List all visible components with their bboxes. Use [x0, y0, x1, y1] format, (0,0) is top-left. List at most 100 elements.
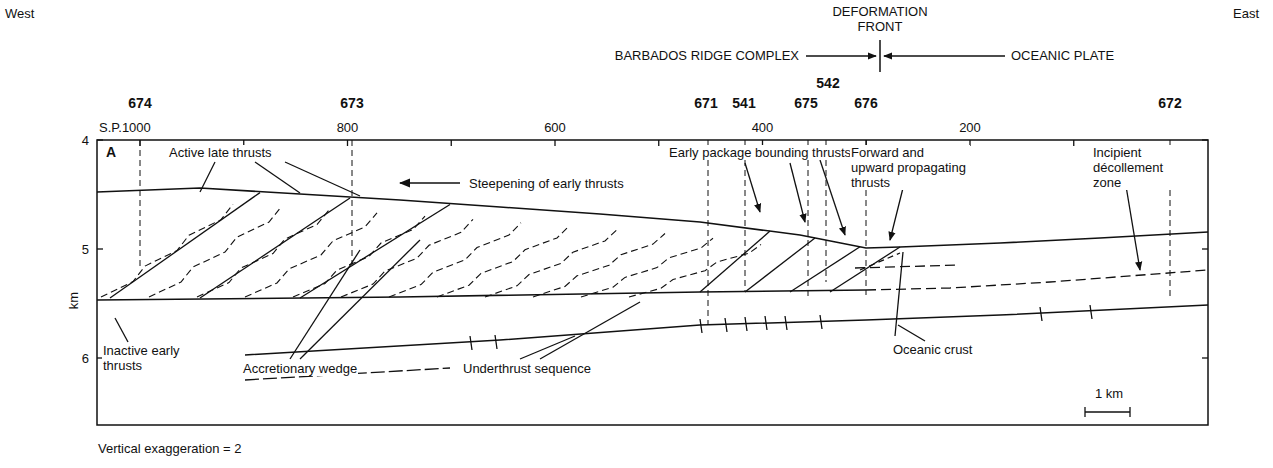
- drill-site: [745, 140, 746, 292]
- axis-tick: [1073, 140, 1074, 146]
- axis-tick: [451, 140, 452, 146]
- scale-label: 1 km: [1094, 386, 1124, 401]
- annotation: Steepening of early thrusts: [468, 176, 625, 191]
- axis-tick: [658, 140, 659, 146]
- inactive-thrust: [533, 234, 665, 297]
- crust-fault: [820, 315, 822, 329]
- crust-fault: [765, 316, 767, 330]
- scale-bar: [1084, 407, 1085, 417]
- inactive-thrust: [197, 210, 329, 297]
- axis-tick: [97, 139, 103, 140]
- leader-line: [285, 162, 360, 196]
- direction-arrow: [400, 182, 460, 184]
- crust-fault: [470, 336, 472, 350]
- axis-tick: [554, 140, 555, 146]
- shotpoint-label: 800: [336, 120, 360, 135]
- crust-fault: [1040, 307, 1042, 321]
- inactive-thrust: [437, 226, 569, 297]
- drill-site: [808, 140, 809, 300]
- site-number: 541: [731, 96, 756, 111]
- direction-arrow: [884, 55, 1005, 56]
- leader-line: [898, 325, 925, 341]
- annotation: Active late thrusts: [168, 145, 273, 160]
- axis-tick: [1202, 139, 1208, 140]
- inactive-thrust: [581, 238, 713, 297]
- direction-label: West: [4, 6, 35, 21]
- leader-line: [115, 318, 128, 342]
- inactive-thrust: [485, 230, 617, 297]
- shotpoint-label: S.P.1000: [98, 120, 152, 135]
- drill-site: [352, 140, 353, 265]
- inactive-thrust: [629, 244, 761, 297]
- leader-line: [1125, 180, 1140, 270]
- package-thrust: [790, 247, 860, 292]
- package-thrust: [745, 238, 815, 292]
- site-number: 674: [127, 96, 152, 111]
- annotation: Accretionary wedge: [242, 361, 358, 376]
- drill-site: [826, 140, 827, 282]
- crust-fault: [495, 335, 497, 349]
- note: Vertical exaggeration = 2: [97, 441, 242, 456]
- shotpoint-label: 600: [543, 120, 567, 135]
- front-label: DEFORMATION FRONT: [824, 4, 936, 34]
- site-number: 672: [1157, 96, 1182, 111]
- annotation: Inactive early thrusts: [102, 343, 196, 373]
- leader-line: [520, 336, 575, 359]
- site-number: 676: [853, 96, 878, 111]
- seafloor: [97, 188, 1208, 248]
- deformation-front-line: [879, 40, 881, 72]
- scale-bar: [1085, 411, 1130, 413]
- depth-value: 5: [81, 242, 90, 257]
- axis-tick: [1202, 357, 1208, 358]
- leader-line: [790, 163, 805, 222]
- leader-line: [200, 162, 215, 192]
- annotation: Early package bounding thrusts: [668, 145, 852, 160]
- panel-letter: A: [105, 145, 117, 160]
- scale-bar: [1129, 407, 1130, 417]
- shotpoint-label: 200: [958, 120, 982, 135]
- depth-value: 4: [81, 133, 90, 148]
- region-label: OCEANIC PLATE: [1010, 48, 1115, 63]
- crust-fault: [785, 316, 787, 330]
- decollement: [97, 290, 866, 300]
- axis-tick: [1202, 248, 1208, 249]
- inactive-thrust: [341, 219, 473, 297]
- inactive-thrust: [101, 204, 233, 297]
- shotpoint-label: 400: [751, 120, 775, 135]
- leader-line: [820, 160, 845, 235]
- leader-line: [290, 250, 360, 359]
- site-number: 671: [693, 96, 718, 111]
- active-thrust: [200, 198, 350, 298]
- crust-fault: [725, 318, 727, 332]
- direction-arrow: [806, 55, 876, 56]
- inactive-thrust: [149, 207, 281, 297]
- leader-line: [745, 163, 760, 212]
- annotation: Underthrust sequence: [462, 361, 592, 376]
- axis-tick: [97, 248, 103, 249]
- annotation: Forward and upward propagating thrusts: [850, 145, 970, 190]
- leader-line: [255, 162, 300, 193]
- leader-line: [540, 302, 640, 359]
- crust-fault: [1090, 305, 1092, 319]
- inactive-thrust: [293, 216, 425, 297]
- region-label: BARBADOS RIDGE COMPLEX: [614, 48, 800, 63]
- frame: [97, 140, 1208, 425]
- package-thrust: [830, 247, 900, 292]
- drill-site: [708, 140, 709, 325]
- inactive-thrust: [389, 223, 521, 297]
- oceanic-crust-top: [245, 305, 1208, 355]
- site-number: 673: [339, 96, 364, 111]
- crust-fault: [895, 252, 903, 336]
- axis-tick: [347, 140, 348, 146]
- crust-fault: [745, 317, 747, 331]
- annotation: Oceanic crust: [892, 342, 973, 357]
- direction-label: East: [1232, 6, 1260, 21]
- axis-unit: km: [67, 290, 82, 309]
- site-number: 542: [815, 76, 840, 91]
- incipient-decollement: [866, 270, 1208, 290]
- leader-line: [300, 240, 420, 359]
- annotation: Incipient décollement zone: [1092, 145, 1184, 190]
- site-number: 675: [793, 96, 818, 111]
